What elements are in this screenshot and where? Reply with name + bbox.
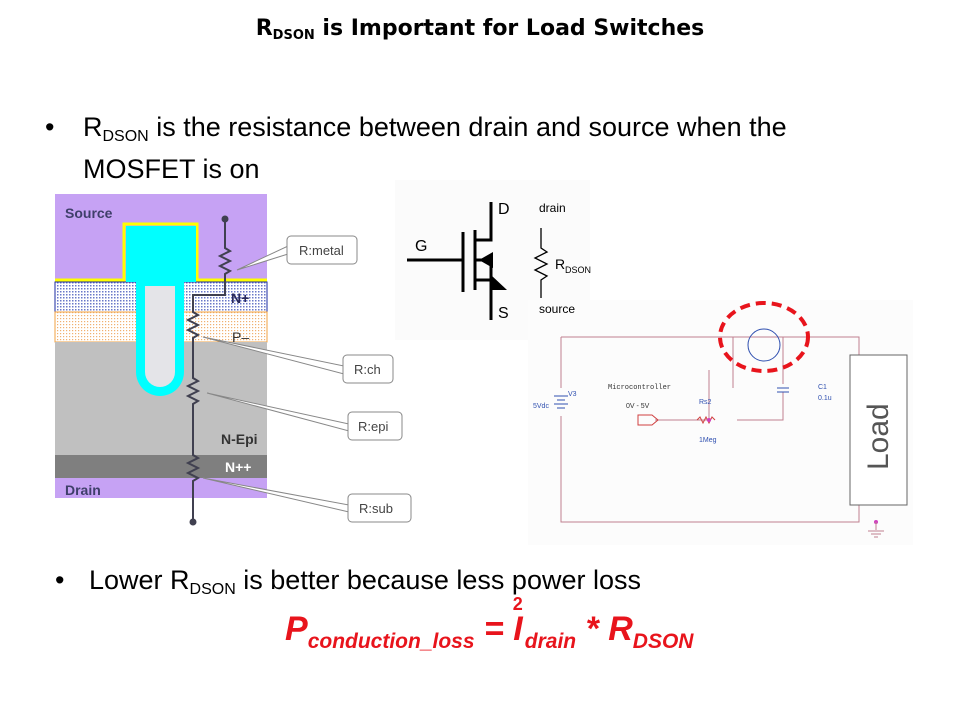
c-value: 0.1u [818,395,832,402]
load-switch-schematic: Load V3 5Vdc Microcontroller 0V - 5V Rs2… [528,300,913,545]
bullet-lower-rdson: • Lower RDSON is better because less pow… [55,565,641,598]
bullet-marker: • [55,565,65,595]
source-text: source [539,302,575,316]
load-box [849,354,908,506]
source-pin-label: S [498,305,509,322]
v3-label: V3 [568,391,577,398]
bullet-marker: • [45,112,55,142]
trench-poly [145,286,175,387]
drain-metal-layer [55,478,267,498]
label-p-minus: P– [232,329,249,345]
rdson-r: R [555,256,565,272]
mcu-range: 0V - 5V [626,403,650,410]
v3-value: 5Vdc [533,403,549,410]
r-sub-label: R:sub [359,501,393,516]
slide-title: RDSON is Important for Load Switches [255,16,705,43]
label-drain: Drain [65,482,101,498]
load-label: Load [862,403,895,470]
mosfet-symbol: G D S drain R DSON source [395,180,591,340]
label-n-epi: N-Epi [221,431,258,447]
label-source: Source [65,205,113,221]
r-metal-label: R:metal [299,243,344,258]
drain-pin-label: D [498,201,510,218]
bullet-rdson-definition: • RDSON is the resistance between drain … [45,112,787,184]
c-label: C1 [818,384,827,391]
callout-r-metal [286,235,358,265]
drain-text: drain [539,201,566,215]
callout-r-sub [347,493,412,523]
mcu-label: Microcontroller [608,384,671,392]
mosfet-highlight [718,301,810,373]
gate-label: G [415,238,427,255]
r-ch-label: R:ch [354,362,381,377]
resistor-chain [185,215,233,526]
power-loss-formula: Pconduction_loss = I2drain * RDSON [285,594,694,653]
r-label: Rs2 [699,399,712,406]
r-epi-label: R:epi [358,419,388,434]
gate-top [126,226,196,282]
n-plus-plus-layer [55,455,267,478]
label-n-plus: N+ [231,290,249,306]
r-value: 1Meg [699,437,717,444]
rdson-sub: DSON [565,265,591,275]
label-n-plus-plus: N++ [225,459,251,475]
callout-r-ch [342,354,394,384]
callout-r-epi [347,411,403,441]
